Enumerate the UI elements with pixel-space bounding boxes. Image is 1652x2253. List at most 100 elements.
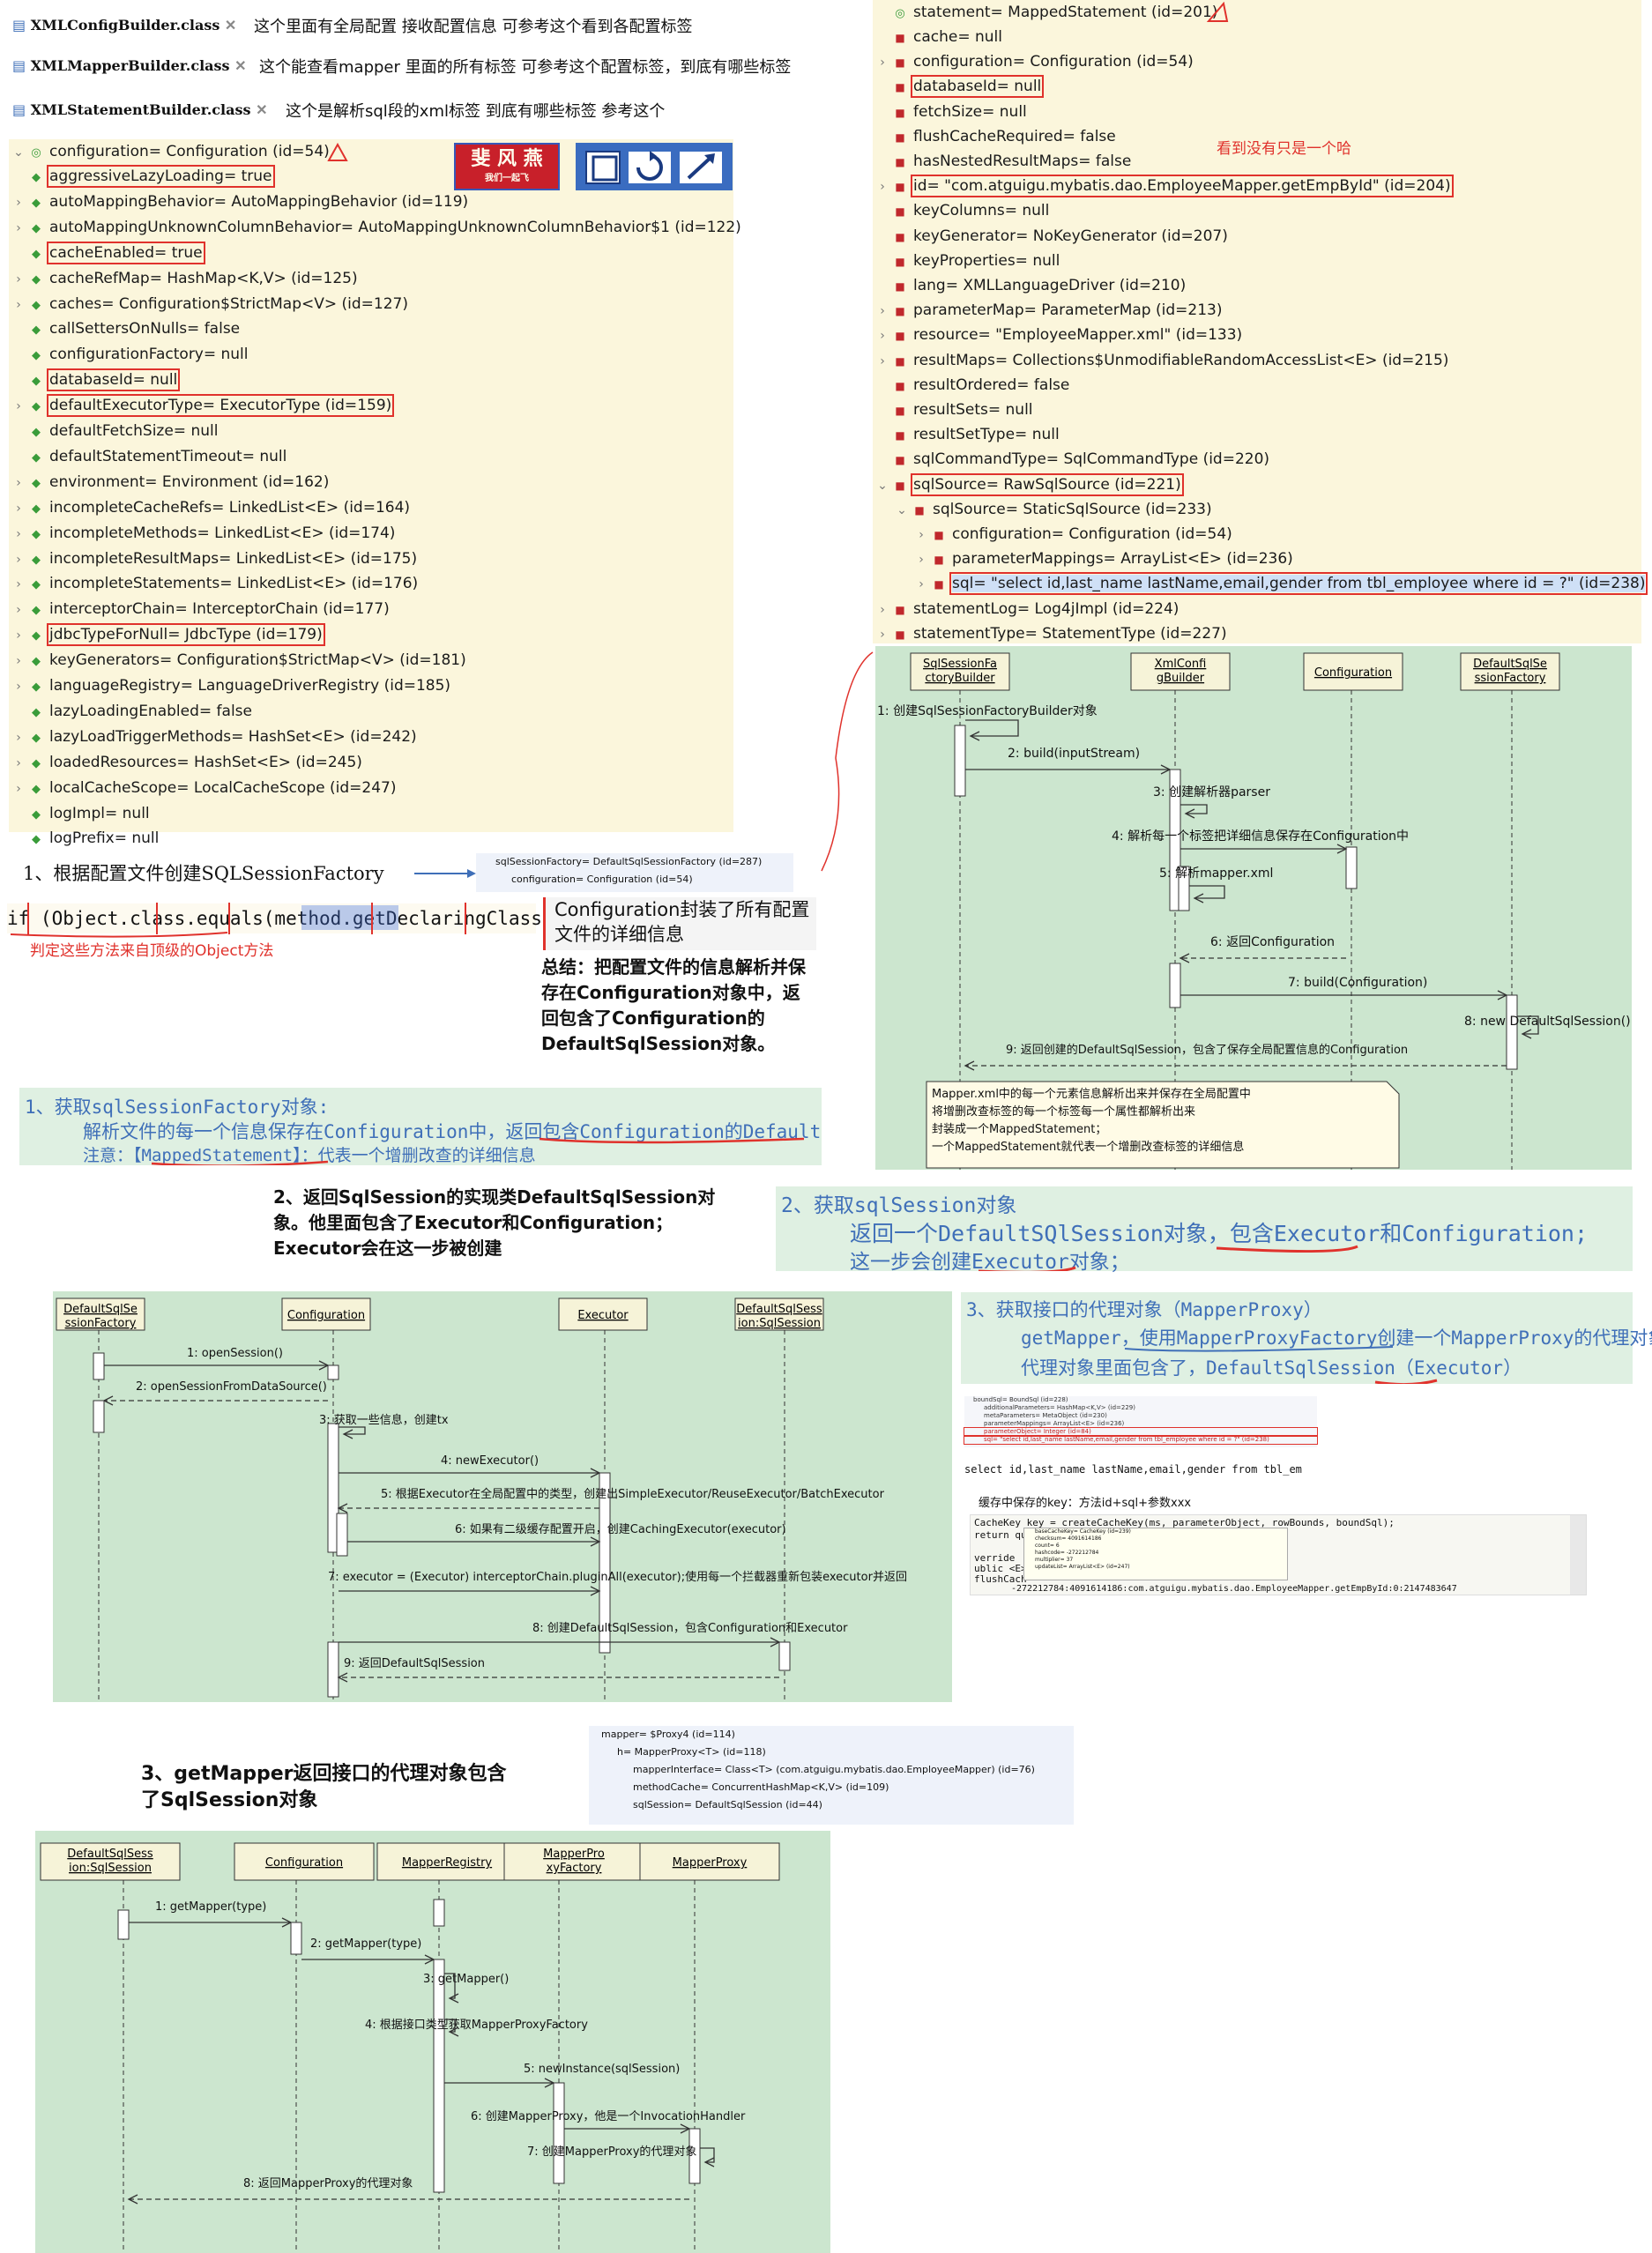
expand-chevron-icon[interactable]: › [919, 553, 924, 568]
tree-item[interactable]: ◆logPrefix= null [9, 826, 159, 851]
expand-chevron-icon[interactable]: › [880, 353, 885, 368]
expand-chevron-icon[interactable]: › [16, 526, 21, 541]
file-tab-xmlconfigbuilder[interactable]: ▤ XMLConfigBuilder.class ✕ [12, 17, 237, 33]
tree-item[interactable]: ›◆lazyLoadTriggerMethods= HashSet<E> (id… [9, 725, 416, 749]
refresh-icon[interactable] [629, 143, 678, 190]
variable-item[interactable]: updateList= ArrayList<E> (id=247) [1035, 1564, 1130, 1570]
variable-item[interactable]: baseCacheKey= CacheKey (id=239) [1035, 1528, 1131, 1535]
scrollbar[interactable] [1570, 1515, 1586, 1595]
share-icon[interactable] [680, 143, 733, 190]
tree-item[interactable]: ›■configuration= Configuration (id=54) [873, 49, 1194, 74]
close-icon[interactable]: ✕ [229, 57, 247, 74]
tree-item[interactable]: ■resultSetType= null [873, 422, 1059, 447]
tree-item[interactable]: ◆defaultStatementTimeout= null [9, 444, 286, 469]
expand-chevron-icon[interactable]: › [16, 730, 21, 745]
tree-item[interactable]: ›◆keyGenerators= Configuration$StrictMap… [9, 648, 466, 673]
variable-item[interactable]: parameterMappings= ArrayList<E> (id=236) [984, 1420, 1125, 1427]
tree-item[interactable]: ›■id= "com.atguigu.mybatis.dao.EmployeeM… [873, 174, 1454, 198]
tree-item[interactable]: ›■statementLog= Log4jImpl (id=224) [873, 597, 1179, 621]
layout-icon[interactable] [576, 143, 627, 190]
tree-item[interactable]: ■resultOrdered= false [873, 373, 1069, 398]
tree-item[interactable]: ›◆languageRegistry= LanguageDriverRegist… [9, 673, 450, 698]
file-tab-xmlmapperbuilder[interactable]: ▤ XMLMapperBuilder.class ✕ [12, 57, 247, 74]
expand-chevron-icon[interactable]: › [16, 628, 21, 643]
expand-chevron-icon[interactable]: › [16, 755, 21, 770]
expand-chevron-icon[interactable]: › [16, 475, 21, 490]
file-tab-xmlstatementbuilder[interactable]: ▤ XMLStatementBuilder.class ✕ [12, 101, 268, 118]
tree-item[interactable]: ›■resultMaps= Collections$UnmodifiableRa… [873, 348, 1448, 373]
variable-item[interactable]: boundSql= BoundSql (id=228) [973, 1396, 1068, 1403]
tree-item[interactable]: ■keyColumns= null [873, 198, 1049, 223]
expand-chevron-icon[interactable]: › [16, 297, 21, 312]
variable-item[interactable]: mapperInterface= Class<T> (com.atguigu.m… [633, 1764, 1035, 1775]
close-icon[interactable]: ✕ [250, 101, 268, 118]
expand-chevron-icon[interactable]: › [880, 56, 885, 71]
tree-root[interactable]: ⌄◎configuration= Configuration (id=54) [9, 139, 330, 164]
tree-item[interactable]: ›◆autoMappingUnknownColumnBehavior= Auto… [9, 215, 741, 240]
tree-item[interactable]: ■lang= XMLLanguageDriver (id=210) [873, 273, 1186, 298]
tree-item[interactable]: ◆aggressiveLazyLoading= true [9, 164, 275, 189]
variable-item[interactable]: hashcode= -272212784 [1035, 1550, 1099, 1556]
tree-item[interactable]: ›■sql= "select id,last_name lastName,ema… [912, 571, 1648, 596]
tree-item[interactable]: ■hasNestedResultMaps= false [873, 149, 1131, 174]
expand-chevron-icon[interactable]: › [16, 195, 21, 210]
expand-chevron-icon[interactable]: › [16, 501, 21, 516]
tree-item[interactable]: ◆defaultFetchSize= null [9, 419, 218, 443]
variable-item[interactable]: sqlSession= DefaultSqlSession (id=44) [633, 1799, 822, 1811]
tree-item[interactable]: ›◆defaultExecutorType= ExecutorType (id=… [9, 393, 395, 418]
expand-chevron-icon[interactable]: › [880, 180, 885, 195]
expand-chevron-icon[interactable]: › [16, 271, 21, 286]
tree-item[interactable]: ◆configurationFactory= null [9, 342, 249, 367]
expand-chevron-icon[interactable]: › [16, 781, 21, 796]
tree-item[interactable]: ›■configuration= Configuration (id=54) [912, 522, 1232, 547]
variable-item[interactable]: mapper= $Proxy4 (id=114) [601, 1729, 735, 1740]
expand-chevron-icon[interactable]: › [919, 577, 924, 592]
tree-item[interactable]: ■flushCacheRequired= false [873, 124, 1115, 149]
tree-item[interactable]: ›◆incompleteCacheRefs= LinkedList<E> (id… [9, 495, 410, 520]
tree-item[interactable]: ›◆incompleteStatements= LinkedList<E> (i… [9, 571, 418, 596]
tree-item[interactable]: ■cache= null [873, 25, 1002, 49]
expand-chevron-icon[interactable]: › [16, 654, 21, 669]
expand-chevron-icon[interactable]: › [16, 680, 21, 694]
variable-item[interactable]: additionalParameters= HashMap<K,V> (id=2… [984, 1404, 1135, 1411]
tree-item[interactable]: ■databaseId= null [873, 74, 1045, 99]
variable-item[interactable]: parameterObject= Integer (id=84) [964, 1427, 1318, 1437]
tree-root[interactable]: ◎statement= MappedStatement (id=201) [873, 0, 1217, 25]
expand-chevron-icon[interactable]: › [16, 220, 21, 235]
tree-item[interactable]: ›◆environment= Environment (id=162) [9, 470, 329, 494]
expand-chevron-icon[interactable]: ⌄ [877, 478, 888, 493]
expand-chevron-icon[interactable]: ⌄ [897, 502, 907, 517]
tree-item[interactable]: ›■resource= "EmployeeMapper.xml" (id=133… [873, 323, 1242, 347]
expand-chevron-icon[interactable]: › [919, 528, 924, 542]
variable-item[interactable]: multiplier= 37 [1035, 1557, 1074, 1563]
tree-item[interactable]: ›◆cacheRefMap= HashMap<K,V> (id=125) [9, 266, 357, 291]
variable-item[interactable]: checksum= 4091614186 [1035, 1535, 1102, 1542]
tree-item[interactable]: ›◆interceptorChain= InterceptorChain (id… [9, 597, 390, 621]
tree-item[interactable]: ■keyGenerator= NoKeyGenerator (id=207) [873, 224, 1228, 249]
tree-item[interactable]: ◆callSettersOnNulls= false [9, 316, 240, 341]
expand-chevron-icon[interactable]: › [880, 304, 885, 319]
tree-item[interactable]: ◆logImpl= null [9, 801, 150, 826]
tree-item[interactable]: ■resultSets= null [873, 398, 1032, 422]
tree-item[interactable]: ›◆loadedResources= HashSet<E> (id=245) [9, 750, 362, 775]
tree-item[interactable]: ›◆incompleteResultMaps= LinkedList<E> (i… [9, 547, 417, 571]
expand-chevron-icon[interactable]: › [16, 399, 21, 414]
expand-chevron-icon[interactable]: › [16, 552, 21, 567]
tree-item[interactable]: ■keyProperties= null [873, 249, 1060, 273]
tree-item[interactable]: ◆cacheEnabled= true [9, 241, 205, 265]
tree-item[interactable]: ⌄■sqlSource= StaticSqlSource (id=233) [892, 497, 1211, 522]
expand-chevron-icon[interactable]: › [880, 329, 885, 344]
tree-item[interactable]: ◆databaseId= null [9, 368, 181, 392]
tree-item[interactable]: ›◆localCacheScope= LocalCacheScope (id=2… [9, 776, 396, 800]
tree-item[interactable]: ■sqlCommandType= SqlCommandType (id=220) [873, 447, 1269, 472]
variable-item[interactable]: h= MapperProxy<T> (id=118) [617, 1746, 766, 1758]
variable-item[interactable]: sql= "select id,last_name lastName,email… [964, 1435, 1318, 1445]
variable-item[interactable]: count= 6 [1035, 1543, 1060, 1549]
tree-item[interactable]: ■fetchSize= null [873, 100, 1026, 124]
tree-item[interactable]: ›◆caches= Configuration$StrictMap<V> (id… [9, 292, 408, 316]
tree-item[interactable]: ›■parameterMap= ParameterMap (id=213) [873, 298, 1222, 323]
variable-item[interactable]: metaParameters= MetaObject (id=230) [984, 1412, 1107, 1419]
tree-item[interactable]: ›■statementType= StatementType (id=227) [873, 621, 1226, 646]
close-icon[interactable]: ✕ [220, 17, 237, 33]
expand-chevron-icon[interactable]: › [16, 603, 21, 618]
